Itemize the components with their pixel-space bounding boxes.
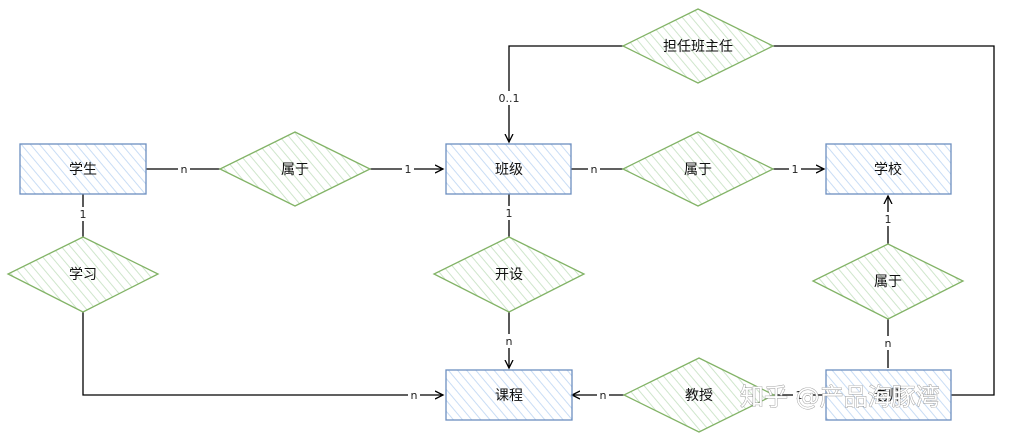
connectors (82, 45, 995, 396)
relation-teach: 教授 (622, 357, 776, 433)
relation-teacher-belongs: 属于 (811, 243, 965, 320)
card-teacher-bottom: n (885, 337, 892, 350)
relation-offer: 开设 (432, 236, 586, 313)
relation-offer-label: 开设 (495, 267, 523, 283)
card-teach-right: 1 (796, 389, 803, 402)
entity-school: 学校 (825, 143, 952, 195)
card-head-teacher: 0..1 (499, 92, 520, 105)
entity-course-label: 课程 (495, 388, 523, 404)
card-teach-left: n (600, 389, 607, 402)
relation-class-belongs: 属于 (621, 131, 775, 207)
edge-teacher-headteacher (773, 45, 995, 396)
card-study-end: n (411, 389, 418, 402)
watermark: 知乎 @产品海豚湾 (740, 383, 940, 411)
card-offer-top: 1 (506, 207, 513, 220)
card-student-right: 1 (405, 163, 412, 176)
relation-head-teacher-label: 担任班主任 (663, 39, 733, 55)
relation-student-belongs-label: 属于 (281, 162, 309, 178)
entity-course: 课程 (445, 369, 573, 421)
edge-study-course (82, 312, 443, 395)
card-offer-bottom: n (506, 335, 513, 348)
entity-student-label: 学生 (69, 162, 97, 178)
relation-head-teacher: 担任班主任 (621, 8, 775, 84)
relation-study: 学习 (6, 236, 160, 313)
card-student-left: n (181, 163, 188, 176)
entity-teacher: 老师 (825, 369, 952, 421)
card-class-left: n (591, 163, 598, 176)
entity-student: 学生 (19, 143, 147, 195)
entity-teacher-label: 老师 (874, 388, 902, 404)
card-study-top: 1 (80, 208, 87, 221)
card-class-right: 1 (792, 163, 799, 176)
cardinality-labels: n 1 n 1 0..1 1 n 1 n n 1 n 1 (77, 91, 894, 402)
relation-study-label: 学习 (69, 267, 97, 283)
edge-headteacher-class (509, 45, 624, 142)
relation-class-belongs-label: 属于 (684, 162, 712, 178)
entity-class: 班级 (445, 143, 572, 195)
relation-student-belongs: 属于 (218, 131, 372, 207)
card-teacher-top: 1 (885, 213, 892, 226)
relation-teach-label: 教授 (685, 388, 713, 404)
entity-school-label: 学校 (874, 161, 902, 178)
entity-class-label: 班级 (495, 162, 523, 178)
relation-teacher-belongs-label: 属于 (874, 274, 902, 290)
